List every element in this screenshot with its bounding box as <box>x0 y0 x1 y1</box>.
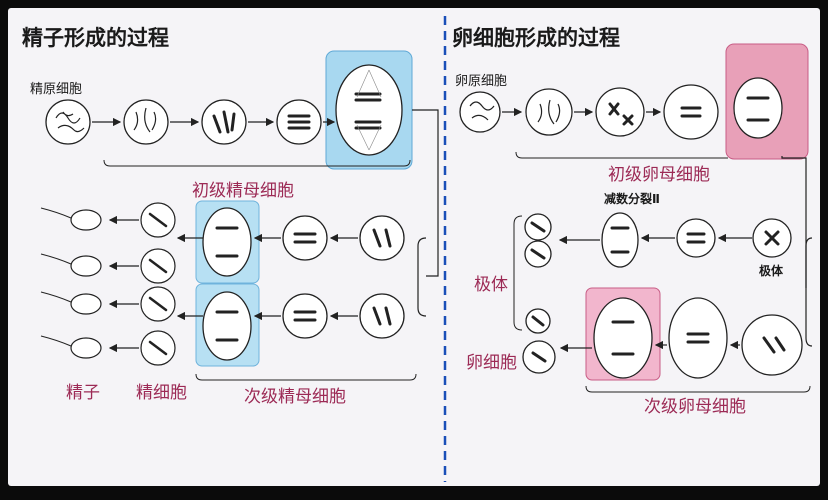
diagram-screen: 精子形成的过程 精原细胞 初级精母细胞 次级精母细胞 精细胞 精子 卵细胞形成的… <box>8 8 820 486</box>
primary-spermatocyte-label: 初级精母细胞 <box>192 181 294 201</box>
spermatogonium-label: 精原细胞 <box>30 82 83 97</box>
prophase-i-cell <box>201 99 247 145</box>
secondary-oocyte-label: 次级卵母细胞 <box>644 397 746 417</box>
sperm-4 <box>70 337 102 359</box>
sperm-1 <box>70 209 102 231</box>
metaphase-ii-top <box>282 215 328 261</box>
oocyte-prophase-i <box>595 87 645 137</box>
sperm-3 <box>70 293 102 315</box>
metaphase-ii-bottom <box>282 293 328 339</box>
sperm-2 <box>70 255 102 277</box>
spermatid-label: 精细胞 <box>136 383 187 403</box>
secondary-spermatocyte-top <box>359 215 405 261</box>
oocyte-anaphase-i-upper <box>733 77 783 139</box>
anaphase-ii-bottom <box>202 291 252 361</box>
oocyte-metaphase-ii <box>668 297 728 379</box>
secondary-spermatocyte-label: 次级精母细胞 <box>244 387 346 407</box>
sperm-label: 精子 <box>66 383 100 403</box>
spermatogonium-cell <box>45 99 91 145</box>
first-polar-body-label: 极体 <box>759 264 784 278</box>
anaphase-ii-top <box>202 207 252 277</box>
interphase-cell <box>123 99 169 145</box>
sperm-formation-title: 精子形成的过程 <box>22 26 169 50</box>
oogonium-cell <box>459 91 501 133</box>
secondary-oocyte <box>741 314 803 376</box>
polar-body-metaphase <box>676 218 716 258</box>
oocyte-anaphase-ii <box>593 297 653 379</box>
egg-formation-title: 卵细胞形成的过程 <box>452 26 620 50</box>
diagram-canvas <box>40 16 813 482</box>
meiosis-ii-label: 减数分裂Ⅱ <box>604 192 660 206</box>
oogonium-label: 卵原细胞 <box>455 74 508 89</box>
anaphase-i-cell <box>335 64 403 156</box>
egg-cell-label: 卵细胞 <box>466 353 517 373</box>
primary-oocyte-label: 初级卵母细胞 <box>608 165 710 185</box>
oocyte-metaphase-i <box>663 84 719 140</box>
polar-bodies-label: 极体 <box>474 275 508 295</box>
polar-body-dividing <box>601 212 639 268</box>
secondary-spermatocyte-bottom <box>359 293 405 339</box>
